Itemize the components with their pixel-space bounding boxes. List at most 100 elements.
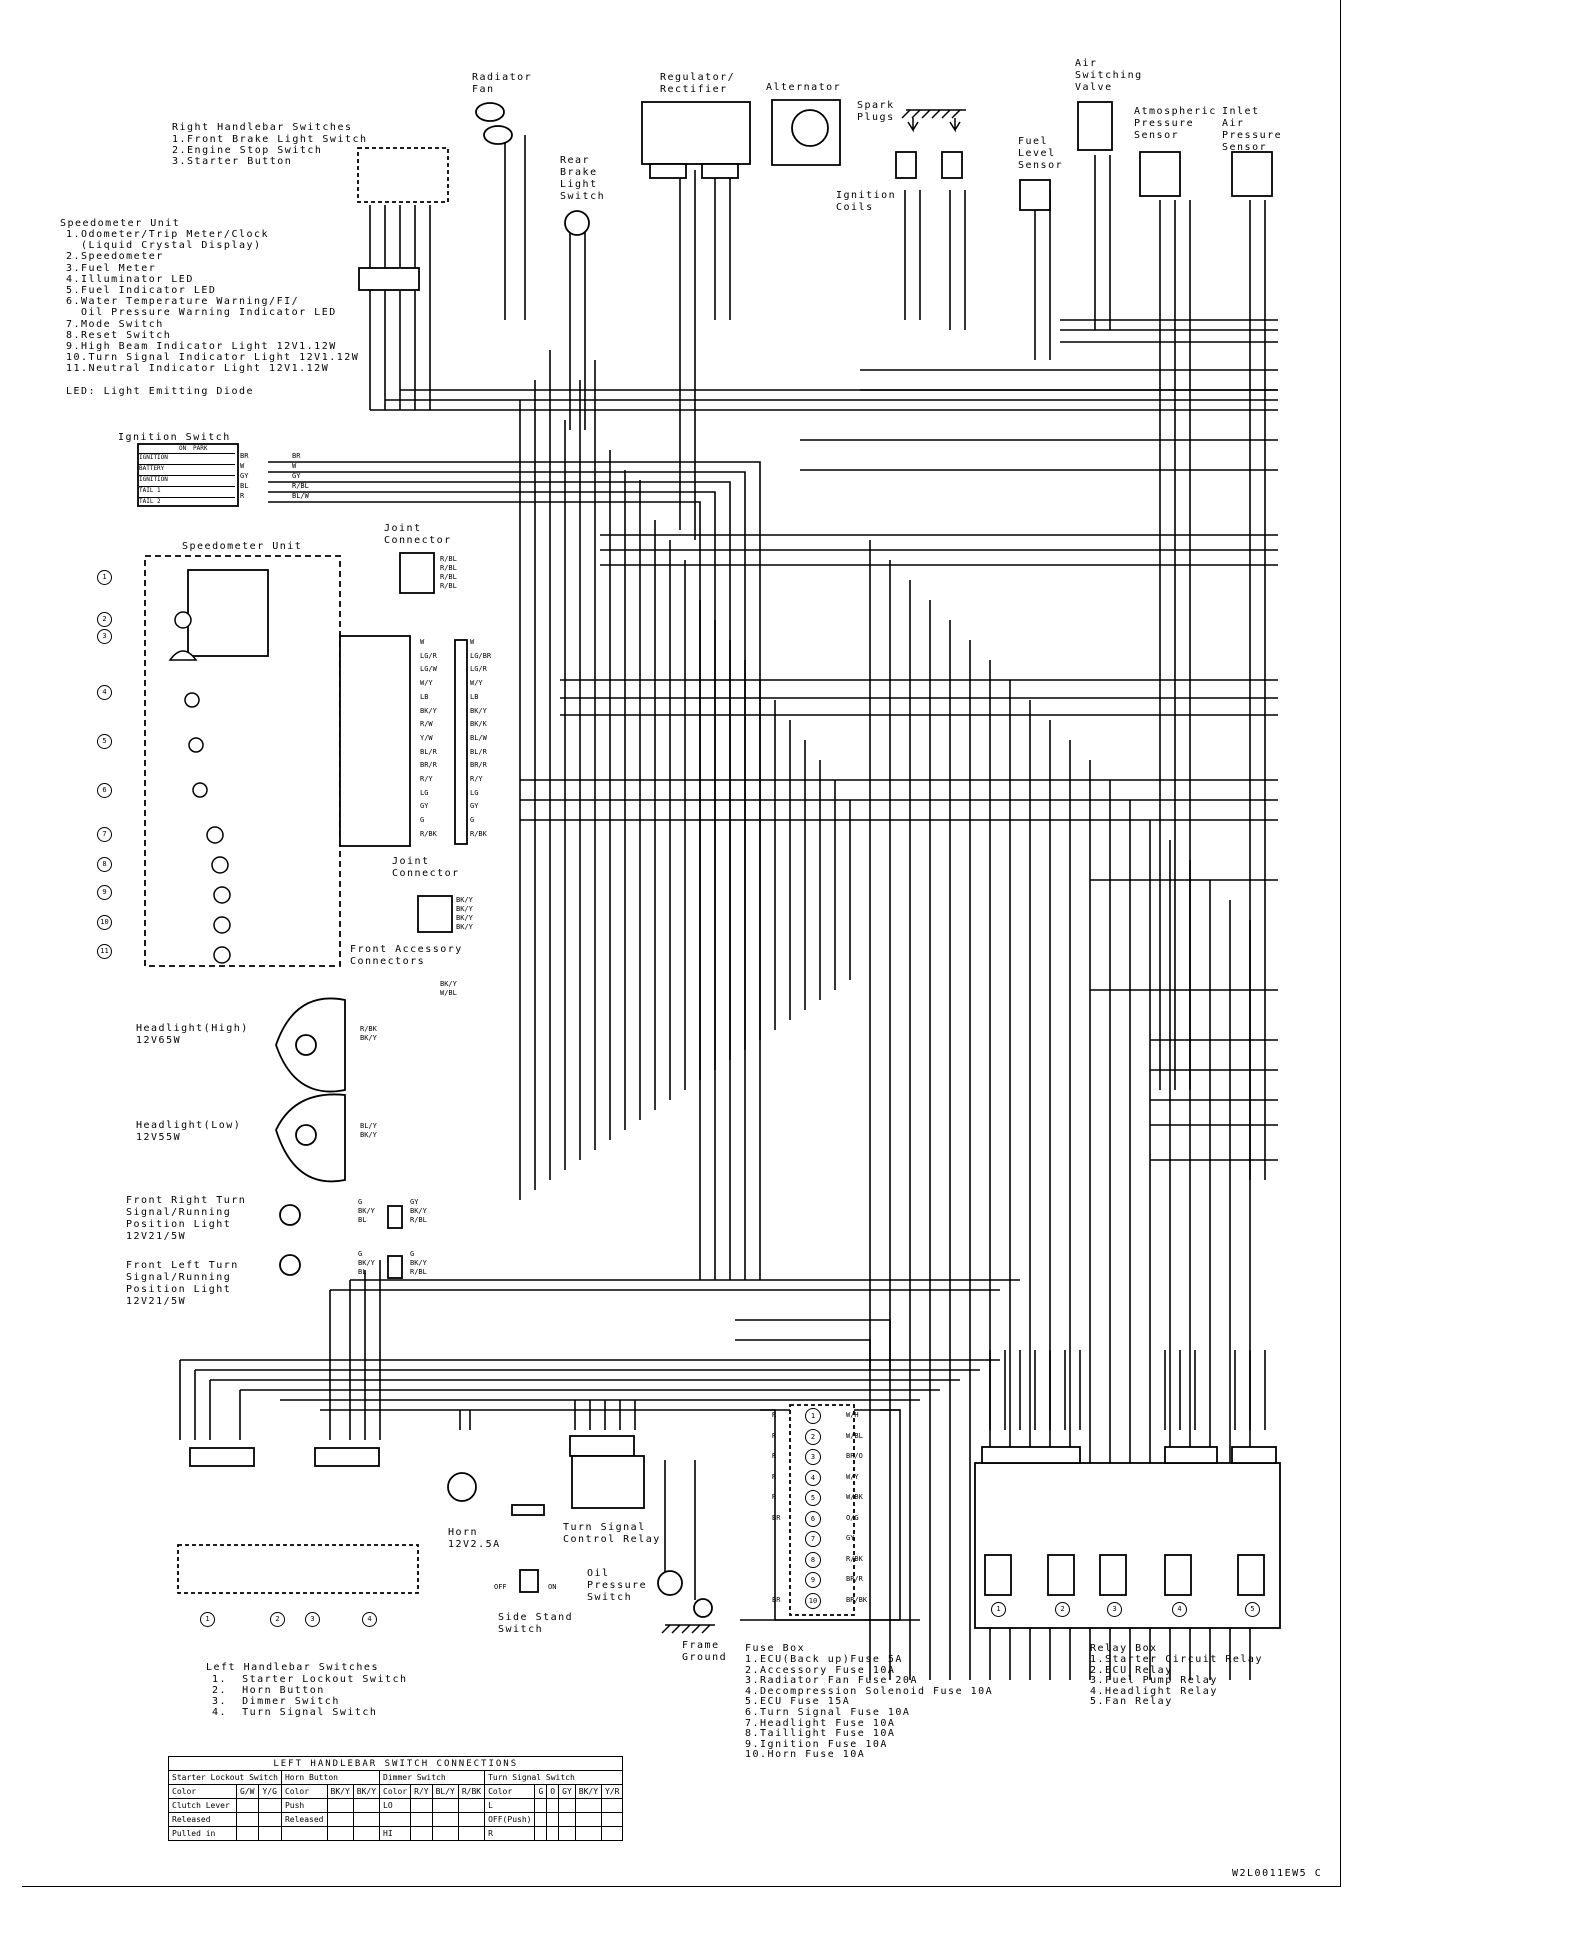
ignition-table-row: TAIL 1 xyxy=(139,486,235,497)
table-cell xyxy=(410,1812,433,1827)
headlight-low-wire: BL/Y xyxy=(360,1122,377,1130)
connector-wire-right: R/BK xyxy=(470,829,487,838)
speedometer-callout: 8 xyxy=(97,857,112,872)
ignition-wire-label: BR xyxy=(240,452,249,460)
rear-brake-light-switch-label: Rear Brake Light Switch xyxy=(560,155,606,202)
speedometer-unit-box-label: Speedometer Unit xyxy=(182,541,303,552)
fuse-number: 9 xyxy=(805,1572,821,1588)
fuse-right-wire: R/BK xyxy=(846,1554,863,1563)
fuse-number: 5 xyxy=(805,1490,821,1506)
connector-wire-right: BK/Y xyxy=(470,706,487,715)
fuse-number: 7 xyxy=(805,1531,821,1547)
headlight-low-label: Headlight(Low) 12V55W xyxy=(136,1120,242,1143)
right-handlebar-item-2: 2.Engine Stop Switch xyxy=(172,145,323,156)
table-cell xyxy=(558,1812,576,1827)
connector-wire-left: LG/W xyxy=(420,665,437,674)
table-cell xyxy=(326,1798,354,1813)
table-cell xyxy=(410,1826,433,1841)
connector-wire-left: R/W xyxy=(420,720,433,729)
fuse-box-item: 3.Radiator Fan Fuse 20A xyxy=(745,1675,918,1687)
table-group-header: Starter Lockout Switch xyxy=(168,1770,282,1785)
diagram-frame xyxy=(22,0,1341,1887)
connector-wire-right: BR/R xyxy=(470,761,487,770)
table-cell xyxy=(235,1826,260,1841)
speedometer-item: 5.Fuel Indicator LED xyxy=(66,285,217,296)
ignition-switch-label: Ignition Switch xyxy=(118,432,231,443)
fuse-box-item: 8.Taillight Fuse 10A xyxy=(745,1728,896,1740)
relay-box-item: 1.Starter Circuit Relay xyxy=(1090,1654,1263,1665)
speedometer-item: 6.Water Temperature Warning/FI/ xyxy=(66,296,300,308)
table-cell: Released xyxy=(168,1812,237,1827)
inlet-air-pressure-sensor-label: Inlet Air Pressure Sensor xyxy=(1222,106,1283,153)
speedometer-item: 4.Illuminator LED xyxy=(66,273,194,285)
table-color-cell: Color xyxy=(379,1784,412,1799)
connector-wire-left: GY xyxy=(420,802,429,811)
table-cell xyxy=(352,1798,381,1813)
fuse-left-wire: BR xyxy=(772,1513,781,1522)
headlight-low-wire: BK/Y xyxy=(360,1131,377,1139)
relay-number: 1 xyxy=(991,1602,1006,1617)
connector-wire-right: W/Y xyxy=(470,679,483,688)
speedometer-callout: 10 xyxy=(97,915,112,930)
left-handlebar-title: Left Handlebar Switches xyxy=(206,1662,379,1673)
speedometer-item: 2.Speedometer xyxy=(66,251,164,263)
joint-connector-1-label: Joint Connector xyxy=(384,523,452,546)
regulator-rectifier-label: Regulator/ Rectifier xyxy=(660,72,736,95)
table-cell xyxy=(326,1812,354,1827)
table-cell xyxy=(574,1826,603,1841)
relay-number: 3 xyxy=(1107,1602,1122,1617)
fuse-left-wire: R xyxy=(772,1493,777,1501)
speedometer-callout: 6 xyxy=(97,783,112,798)
speedometer-item: 9.High Beam Indicator Light 12V1.12W xyxy=(66,341,337,352)
relay-box-item: 5.Fan Relay xyxy=(1090,1696,1173,1708)
table-cell: L xyxy=(484,1798,536,1813)
turn-right-wire-out: BK/Y xyxy=(410,1207,427,1215)
frame-ground-label: Frame Ground xyxy=(682,1640,728,1663)
connector-wire-right: R/Y xyxy=(470,775,483,783)
table-cell xyxy=(457,1798,486,1813)
left-switch-number: 2 xyxy=(270,1612,285,1627)
fuse-number: 4 xyxy=(805,1469,821,1486)
speedometer-callout: 11 xyxy=(97,944,112,959)
speedometer-item: 11.Neutral Indicator Light 12V1.12W xyxy=(66,363,330,375)
oil-pressure-switch-label: Oil Pressure Switch xyxy=(587,1568,648,1603)
left-handlebar-switch-connections-table: LEFT HANDLEBAR SWITCH CONNECTIONS Starte… xyxy=(167,1756,624,1841)
table-color-cell: BK/Y xyxy=(574,1784,603,1799)
table-cell xyxy=(235,1812,260,1827)
table-color-cell: Color xyxy=(280,1784,328,1799)
joint-connector-1-wire: R/BL xyxy=(440,555,457,563)
relay-number: 4 xyxy=(1172,1602,1187,1617)
fuse-right-wire: W/Y xyxy=(846,1472,859,1481)
ignition-table-row: IGNITION xyxy=(139,453,235,464)
connector-wire-right: LB xyxy=(470,692,479,701)
table-cell: HI xyxy=(379,1826,412,1841)
ignition-out-wire-label: R/BL xyxy=(292,482,309,490)
speedometer-callout: 4 xyxy=(97,685,112,700)
turn-right-wire-out: GY xyxy=(410,1198,419,1206)
table-cell xyxy=(235,1798,260,1813)
speedometer-callout: 3 xyxy=(97,629,112,644)
fuse-box-item: 5.ECU Fuse 15A xyxy=(745,1696,851,1708)
turn-right-wire: BL xyxy=(358,1216,367,1224)
front-left-turn-label: Front Left Turn Signal/Running Position … xyxy=(126,1260,239,1307)
fuse-box-title: Fuse Box xyxy=(745,1643,806,1654)
table-cell xyxy=(457,1812,486,1827)
table-cell: Clutch Lever xyxy=(168,1798,237,1813)
ignition-out-wire-label: BL/W xyxy=(292,492,309,500)
turn-right-wire: G xyxy=(358,1198,363,1206)
table-cell xyxy=(352,1826,381,1841)
connector-wire-left: BK/Y xyxy=(420,706,437,715)
speedometer-callout: 9 xyxy=(97,885,112,900)
fuse-box-item: 10.Horn Fuse 10A xyxy=(745,1749,866,1761)
left-handlebar-item: 2. Horn Button xyxy=(212,1685,325,1696)
fuse-number: 10 xyxy=(805,1592,821,1609)
table-cell xyxy=(601,1812,624,1827)
spark-plugs-label: Spark Plugs xyxy=(857,100,895,123)
fuse-box-item: 7.Headlight Fuse 10A xyxy=(745,1717,896,1729)
table-cell: OFF(Push) xyxy=(484,1812,536,1827)
fuse-box-item: 1.ECU(Back up)Fuse 5A xyxy=(745,1654,903,1665)
table-cell xyxy=(410,1798,433,1813)
led-note: LED: Light Emitting Diode xyxy=(66,386,255,397)
ignition-table-header: PARK xyxy=(193,445,208,452)
